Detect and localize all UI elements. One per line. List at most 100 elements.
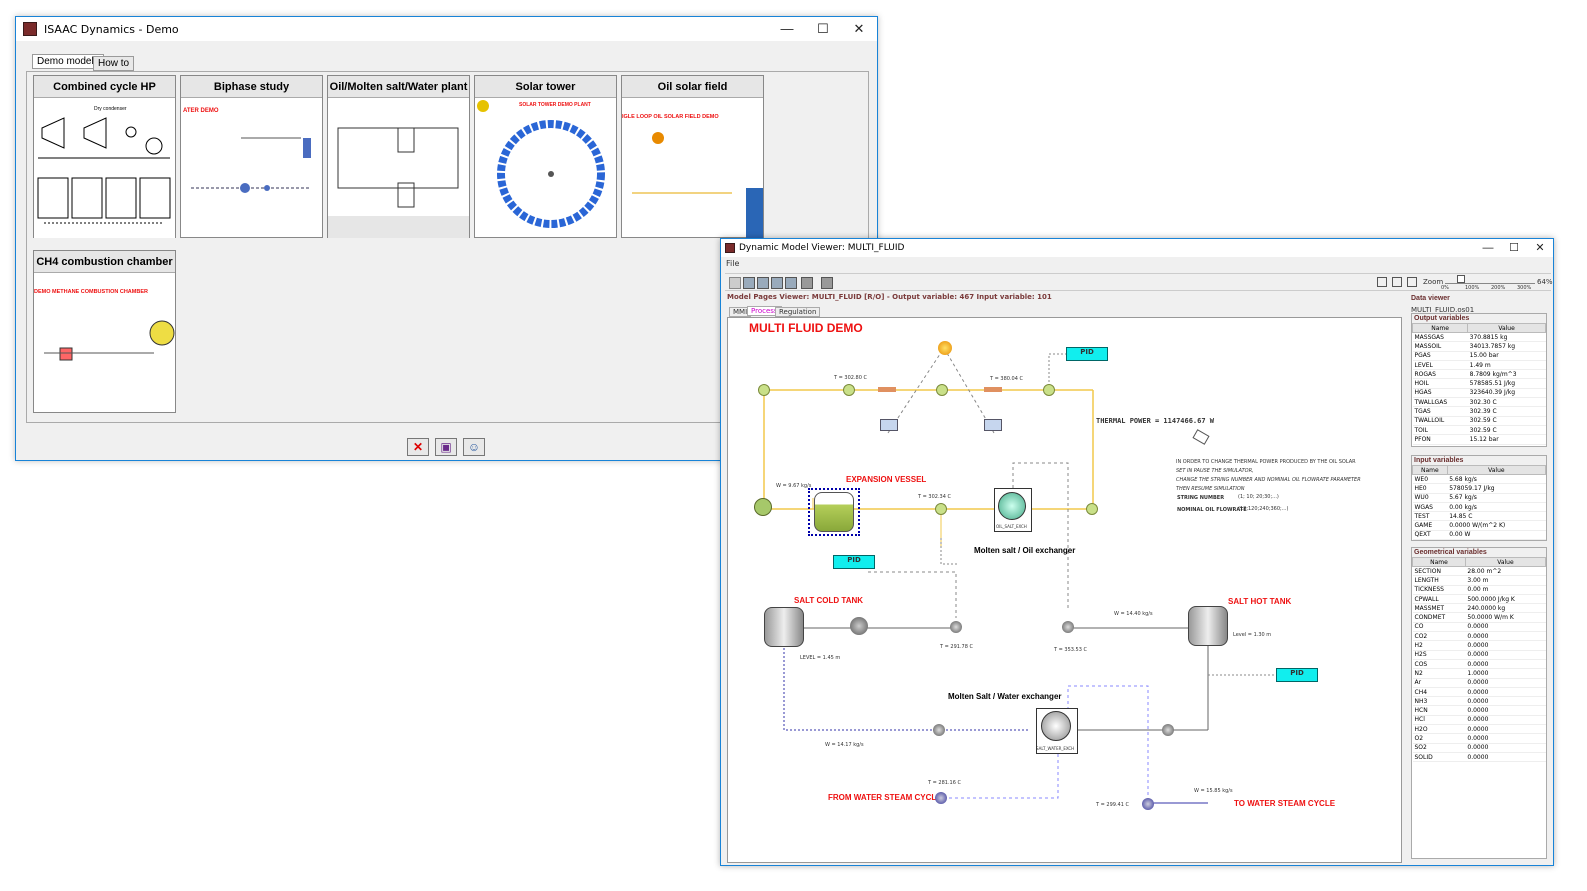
salt-cold-tank[interactable] <box>764 607 804 647</box>
minimize-icon[interactable]: — <box>780 21 794 36</box>
oil-node[interactable] <box>1086 503 1098 515</box>
heater[interactable] <box>984 387 1002 392</box>
oil-node[interactable] <box>843 384 855 396</box>
camera-icon[interactable] <box>801 277 813 289</box>
salt-hot-tank[interactable] <box>1188 606 1228 646</box>
collector[interactable] <box>984 419 1002 431</box>
salt-pump[interactable] <box>850 617 868 635</box>
tool-icon[interactable] <box>757 277 769 289</box>
minimize-icon[interactable]: — <box>1482 242 1494 254</box>
zoom-slider-track[interactable] <box>1445 283 1535 284</box>
maximize-icon[interactable]: ☐ <box>1509 242 1519 254</box>
close-icon[interactable]: ✕ <box>853 21 865 36</box>
water-node[interactable] <box>1142 798 1154 810</box>
zoom-slider-thumb[interactable] <box>1457 275 1465 283</box>
maximize-icon[interactable]: ☐ <box>817 21 829 36</box>
heater[interactable] <box>878 387 896 392</box>
col-name[interactable]: Name <box>1412 465 1448 475</box>
pid-box[interactable]: PID <box>1276 668 1318 682</box>
close-icon[interactable]: ✕ <box>1535 242 1545 254</box>
oil-node[interactable] <box>758 384 770 396</box>
tool-icon[interactable] <box>785 277 797 289</box>
card-ch4-combustion[interactable]: CH4 combustion chamber DEMO METHANE COMB… <box>33 250 176 413</box>
col-value[interactable]: Value <box>1464 557 1546 567</box>
book-button[interactable]: ▣ <box>435 438 457 456</box>
tab-how-to[interactable]: How to <box>93 56 135 71</box>
water-node[interactable] <box>935 792 947 804</box>
oil-node[interactable] <box>935 503 947 515</box>
oil-node[interactable] <box>936 384 948 396</box>
collector[interactable] <box>880 419 898 431</box>
card-combined-cycle[interactable]: Combined cycle HP section Dry condenser <box>33 75 176 238</box>
menu-file[interactable]: File <box>726 259 740 268</box>
tool-icon[interactable] <box>743 277 755 289</box>
card-oil-salt-water[interactable]: Oil/Molten salt/Water plant <box>327 75 470 238</box>
card-solar-tower[interactable]: Solar tower SOLAR TOWER DEMO PLANT <box>474 75 617 238</box>
pid-box[interactable]: PID <box>833 555 875 569</box>
tool-icon[interactable] <box>729 277 741 289</box>
user-button[interactable]: ☺ <box>463 438 485 456</box>
col-value[interactable]: Value <box>1446 465 1546 475</box>
col-name[interactable]: Name <box>1411 323 1469 333</box>
card-biphase[interactable]: Biphase study ATER DEMO <box>180 75 323 238</box>
col-value[interactable]: Value <box>1467 323 1546 333</box>
oil-pump[interactable] <box>754 498 772 516</box>
card-oil-solar-field[interactable]: Oil solar field IGLE LOOP OIL SOLAR FIEL… <box>621 75 764 238</box>
tab-regulation[interactable]: Regulation <box>775 307 821 317</box>
zoom-reset-icon[interactable] <box>1407 277 1417 287</box>
hand-icon[interactable] <box>821 277 833 289</box>
oil-node[interactable] <box>1043 384 1055 396</box>
pid-box[interactable]: PID <box>1066 347 1108 361</box>
salt-node[interactable] <box>950 621 962 633</box>
tool-icon[interactable] <box>771 277 783 289</box>
expansion-vessel-selection[interactable] <box>808 488 860 536</box>
zoom-area-icon[interactable] <box>1392 277 1402 287</box>
salt-node[interactable] <box>933 724 945 736</box>
salt-node[interactable] <box>1162 724 1174 736</box>
expansion-vessel[interactable] <box>814 492 854 532</box>
salt-node[interactable] <box>1062 621 1074 633</box>
col-name[interactable]: Name <box>1412 557 1466 567</box>
close-red-button[interactable]: ✕ <box>407 438 429 456</box>
zoom-fit-icon[interactable] <box>1377 277 1387 287</box>
